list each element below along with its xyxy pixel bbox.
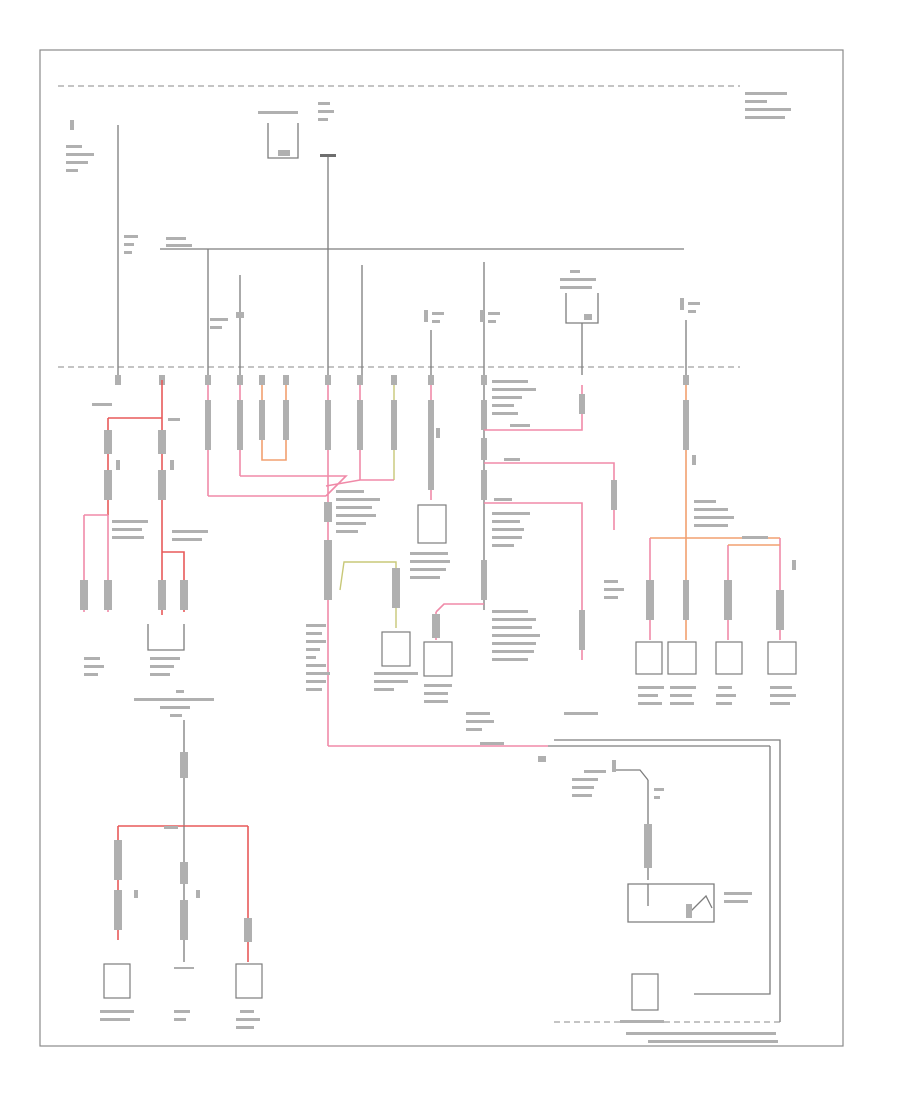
harness-connectors (115, 375, 689, 385)
bottom-left-tree (100, 720, 263, 1029)
center-splice-network (205, 385, 418, 746)
left-relay-group (80, 380, 208, 651)
left-component-labels (84, 657, 214, 717)
bottom-legend-note (626, 1032, 778, 1043)
left-fuse-feed (66, 120, 138, 375)
fuse-callout-b (480, 310, 500, 323)
legend-block (745, 92, 791, 119)
top-right-relay (560, 270, 599, 375)
right-center-harness (423, 380, 624, 731)
bus-label (166, 237, 186, 240)
center-module-a (410, 385, 450, 579)
top-relay-box (258, 111, 299, 159)
right-module-group (635, 385, 797, 705)
diagram-frame (39, 49, 844, 1047)
fuse-callout-a (424, 310, 444, 375)
lower-harness-run (328, 739, 781, 1023)
brake-switch-circuit (572, 760, 752, 1023)
central-top-feed (318, 102, 336, 375)
fuse-callout-c (680, 298, 700, 375)
